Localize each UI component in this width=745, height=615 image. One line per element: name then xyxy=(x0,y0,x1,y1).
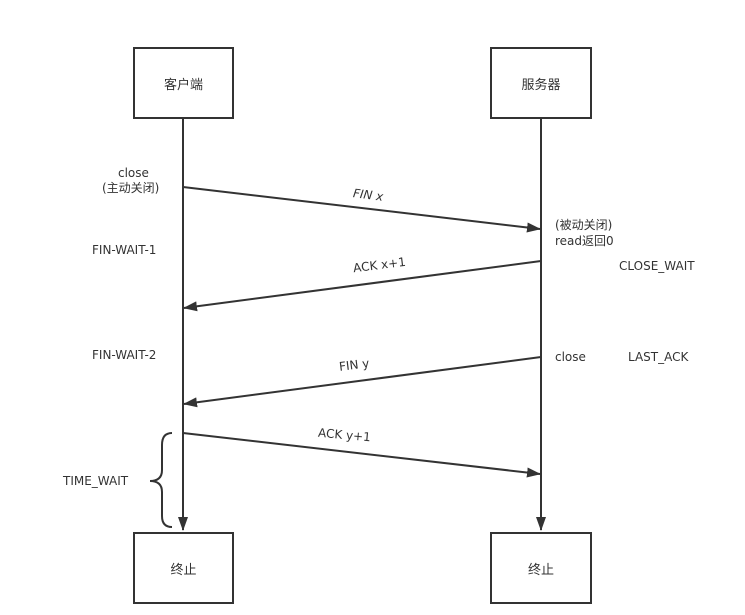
time-wait-brace xyxy=(149,432,173,528)
server-end-label: 终止 xyxy=(527,562,554,578)
client-label: 客户端 xyxy=(163,77,203,93)
fin-x-arrow xyxy=(182,186,541,233)
ack-x1-arrow xyxy=(183,260,542,312)
fin-wait-1-state: FIN-WAIT-1 xyxy=(92,243,157,257)
server-label: 服务器 xyxy=(521,77,561,93)
server-box: 服务器 xyxy=(490,47,592,119)
close-wait-state: CLOSE_WAIT xyxy=(619,259,695,273)
last-ack-state: LAST_ACK xyxy=(628,350,689,364)
read-return-note: read返回0 xyxy=(555,234,614,248)
server-end-box: 终止 xyxy=(490,532,592,604)
ack-y1-arrow xyxy=(182,432,541,478)
fin-wait-2-state: FIN-WAIT-2 xyxy=(92,348,157,362)
active-close-note: (主动关闭) xyxy=(102,181,160,195)
passive-close-note: (被动关闭) xyxy=(555,218,613,232)
time-wait-state: TIME_WAIT xyxy=(63,474,129,488)
client-box: 客户端 xyxy=(133,47,234,119)
server-close-note: close xyxy=(555,350,586,364)
fin-y-arrow xyxy=(183,356,542,408)
client-end-box: 终止 xyxy=(133,532,234,604)
client-end-label: 终止 xyxy=(170,562,197,578)
client-close-note: close xyxy=(118,166,149,180)
